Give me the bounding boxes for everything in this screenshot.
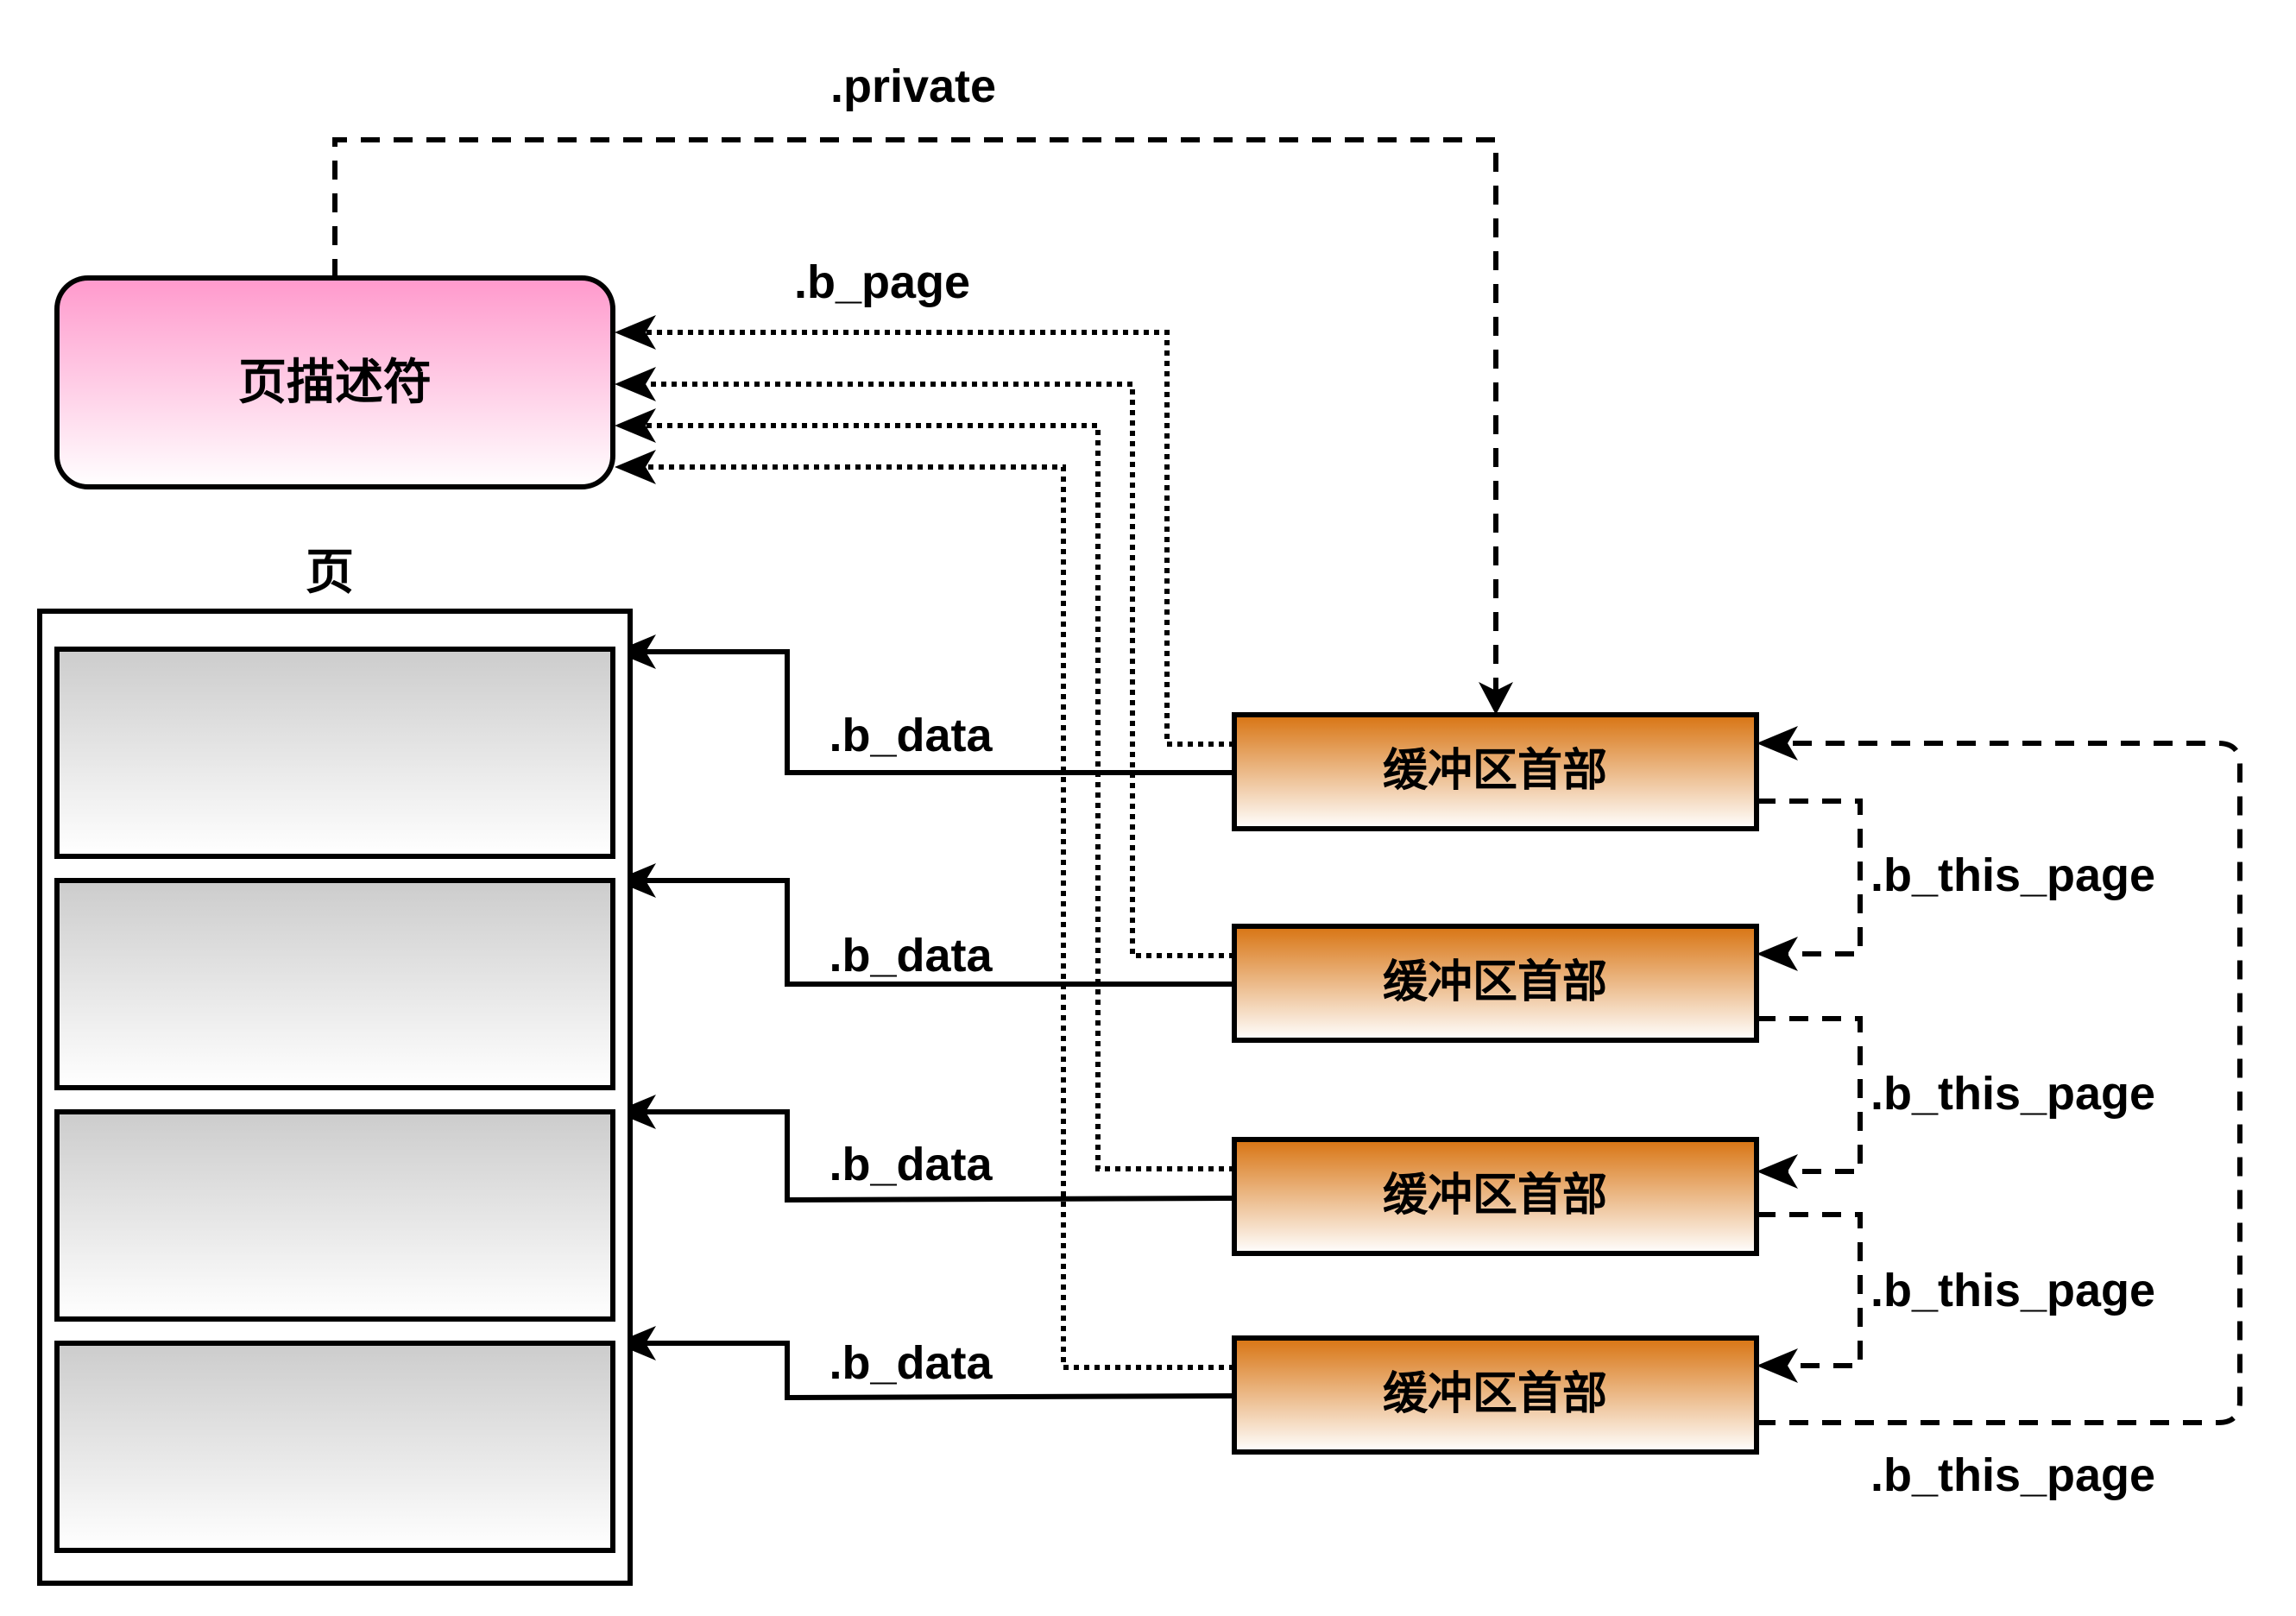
b-data-connector-2 bbox=[643, 878, 1234, 987]
b-this-page-arrowhead-4 bbox=[1757, 726, 1798, 761]
b-data-arrowhead-1 bbox=[615, 634, 656, 669]
page-descriptor-label: 页描述符 bbox=[238, 355, 432, 411]
b-this-page-connector-4 bbox=[1757, 741, 2242, 1425]
page-block-2 bbox=[54, 878, 615, 1090]
b-page-label: .b_page bbox=[794, 256, 970, 308]
b-data-connector-3 bbox=[643, 1109, 1235, 1203]
b-page-arrowhead-4 bbox=[615, 450, 656, 484]
b-data-arrowhead-2 bbox=[615, 863, 656, 898]
b-this-page-arrowhead-3 bbox=[1757, 1348, 1798, 1383]
b-page-connector-2 bbox=[640, 382, 1234, 958]
b-page-connector-1 bbox=[640, 330, 1234, 747]
b-data-label-2: .b_data bbox=[829, 930, 993, 982]
private-label: .private bbox=[830, 60, 996, 112]
buffer-head-3 bbox=[1232, 1137, 1759, 1256]
b-this-page-connector-1 bbox=[1757, 799, 1863, 956]
page-block-3 bbox=[54, 1109, 615, 1322]
buffer-head-label-1: 缓冲区首部 bbox=[1383, 745, 1607, 797]
b-data-label-1: .b_data bbox=[829, 710, 993, 761]
buffer-head-1 bbox=[1232, 712, 1759, 831]
b-page-connector-3 bbox=[640, 423, 1234, 1171]
b-this-page-label-1: .b_this_page bbox=[1870, 849, 2155, 901]
b-this-page-label-2: .b_this_page bbox=[1870, 1068, 2155, 1120]
private-arrowhead bbox=[1479, 682, 1513, 715]
b-data-connector-1 bbox=[643, 649, 1234, 775]
buffer-head-4 bbox=[1232, 1335, 1759, 1455]
buffer-head-2 bbox=[1232, 924, 1759, 1043]
b-this-page-connector-2 bbox=[1757, 1016, 1863, 1174]
b-this-page-connector-3 bbox=[1757, 1212, 1863, 1368]
buffer-head-label-2: 缓冲区首部 bbox=[1383, 956, 1607, 1008]
buffer-head-label-4: 缓冲区首部 bbox=[1383, 1368, 1607, 1420]
b-this-page-label-3: .b_this_page bbox=[1870, 1265, 2155, 1316]
page-label: 页 bbox=[306, 545, 354, 601]
b-data-label-3: .b_data bbox=[829, 1139, 993, 1190]
private-connector bbox=[332, 137, 1498, 708]
b-data-arrowhead-3 bbox=[615, 1095, 656, 1129]
b-data-connector-4 bbox=[643, 1341, 1235, 1401]
b-page-arrowhead-2 bbox=[615, 367, 656, 401]
page-block-1 bbox=[54, 647, 615, 859]
b-page-connector-4 bbox=[640, 464, 1234, 1370]
buffer-head-label-3: 缓冲区首部 bbox=[1383, 1170, 1607, 1221]
b-page-arrowhead-1 bbox=[615, 315, 656, 350]
b-this-page-arrowhead-2 bbox=[1757, 1154, 1798, 1189]
b-this-page-label-4: .b_this_page bbox=[1870, 1449, 2155, 1501]
b-this-page-arrowhead-1 bbox=[1757, 937, 1798, 971]
page-block-4 bbox=[54, 1341, 615, 1553]
page-descriptor-box bbox=[54, 275, 615, 489]
b-data-label-4: .b_data bbox=[829, 1337, 993, 1389]
b-data-arrowhead-4 bbox=[615, 1326, 656, 1360]
b-page-arrowhead-3 bbox=[615, 408, 656, 443]
